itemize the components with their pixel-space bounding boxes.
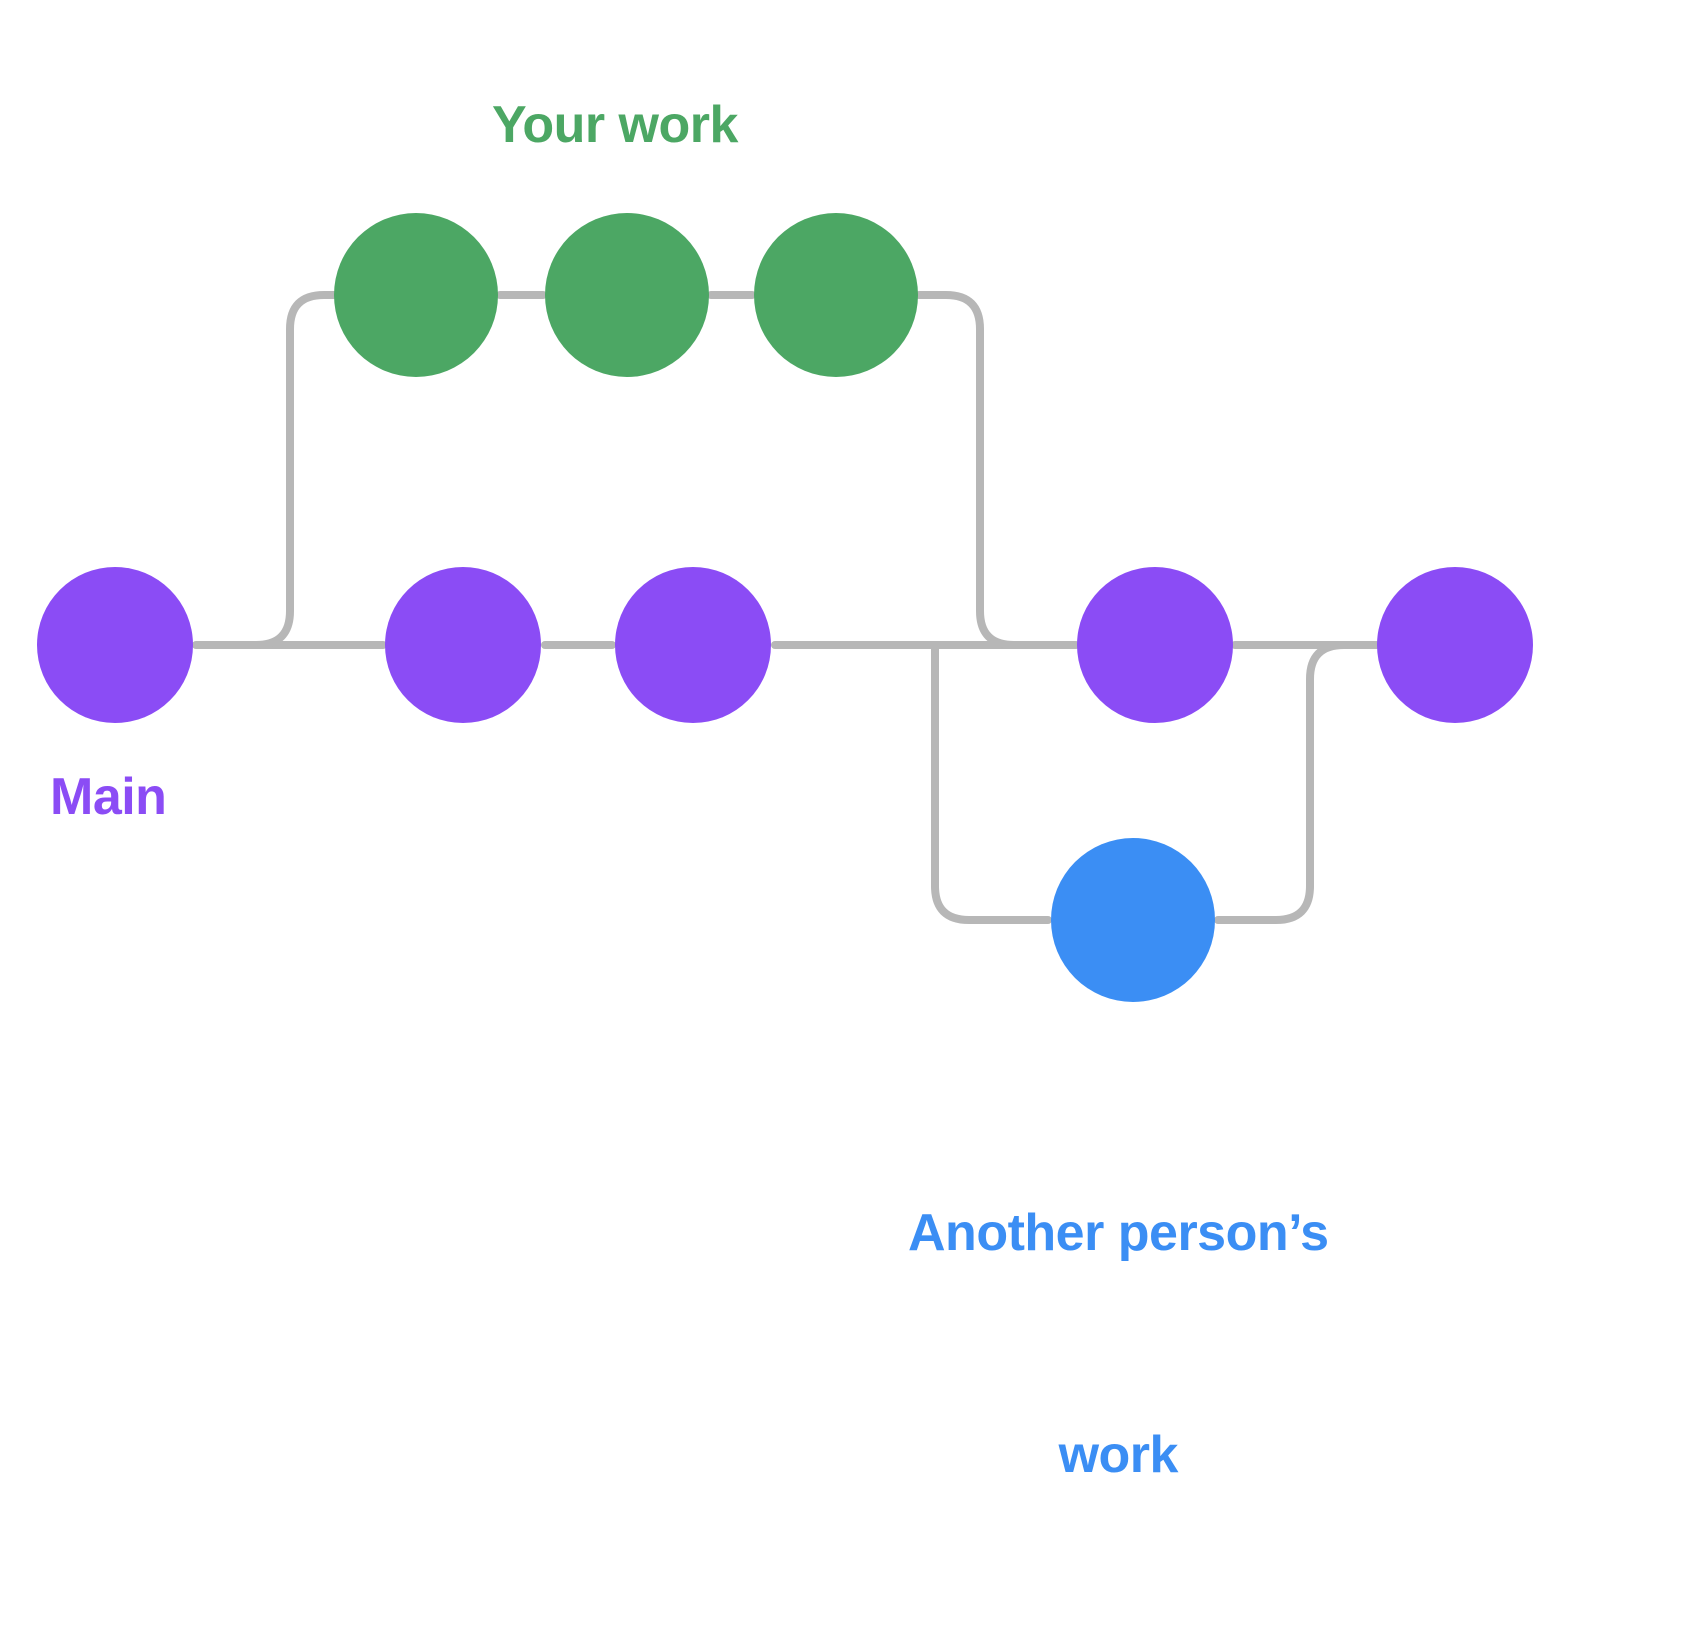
commit-node-m1[interactable] xyxy=(37,567,193,723)
branch-label-another-person-work: Another person’s work xyxy=(908,1048,1329,1640)
connector-layer xyxy=(192,291,1380,924)
commit-node-m4[interactable] xyxy=(1077,567,1233,723)
commit-node-y1[interactable] xyxy=(334,213,498,377)
commit-node-m5[interactable] xyxy=(1377,567,1533,723)
connector-merge-in-your-work xyxy=(915,291,1044,649)
branch-label-your-work: Your work xyxy=(492,96,738,154)
branch-label-another-person-line2: work xyxy=(1058,1426,1179,1484)
commit-node-m3[interactable] xyxy=(615,567,771,723)
connector-branch-out-another xyxy=(931,641,1052,924)
connector-branch-out-your-work xyxy=(242,291,338,649)
branch-label-main: Main xyxy=(50,768,167,826)
commit-node-o1[interactable] xyxy=(1051,838,1215,1002)
diagram-canvas: Your work Main Another person’s work xyxy=(37,96,1533,1484)
commit-node-y2[interactable] xyxy=(545,213,709,377)
commit-node-m2[interactable] xyxy=(385,567,541,723)
commit-node-y3[interactable] xyxy=(754,213,918,377)
connector-merge-in-another xyxy=(1214,641,1380,924)
branch-label-another-person-line1: Another person’s xyxy=(908,1204,1329,1262)
